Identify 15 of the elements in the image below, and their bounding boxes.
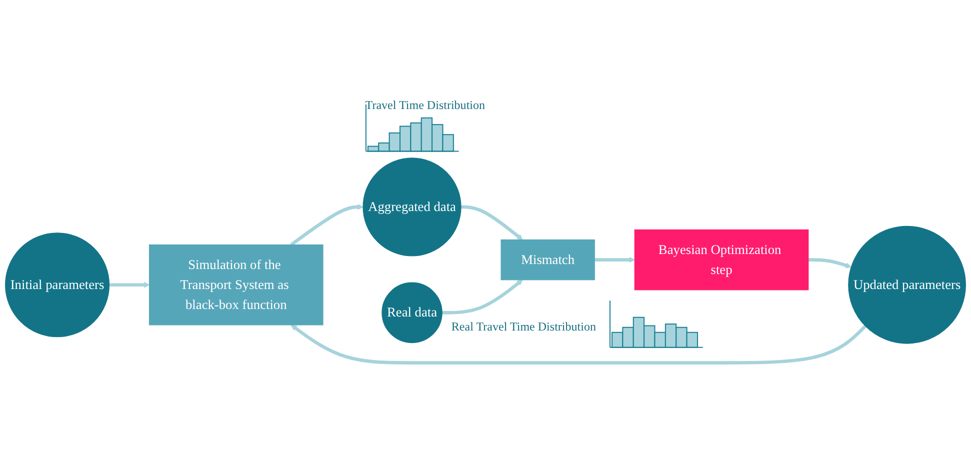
arrow [109,282,150,288]
node-box: Bayesian Optimization step [634,229,809,290]
node-circle: Aggregated data [362,158,462,256]
arrow [442,280,523,314]
node-box: Mismatch [500,239,595,280]
arrow [808,258,852,268]
node-circle: Updated parameters [848,226,966,344]
arrow [594,256,635,263]
chart-title: Travel Time Distribution [365,98,485,112]
chart-title: Real Travel Time Distribution [451,320,596,334]
arrow [290,204,364,246]
arrow [461,205,523,240]
node-box: Simulation of the Transport System as black-box function [148,244,324,326]
node-circle: Real data [382,282,442,344]
node-circle: Initial parameters [5,232,110,338]
